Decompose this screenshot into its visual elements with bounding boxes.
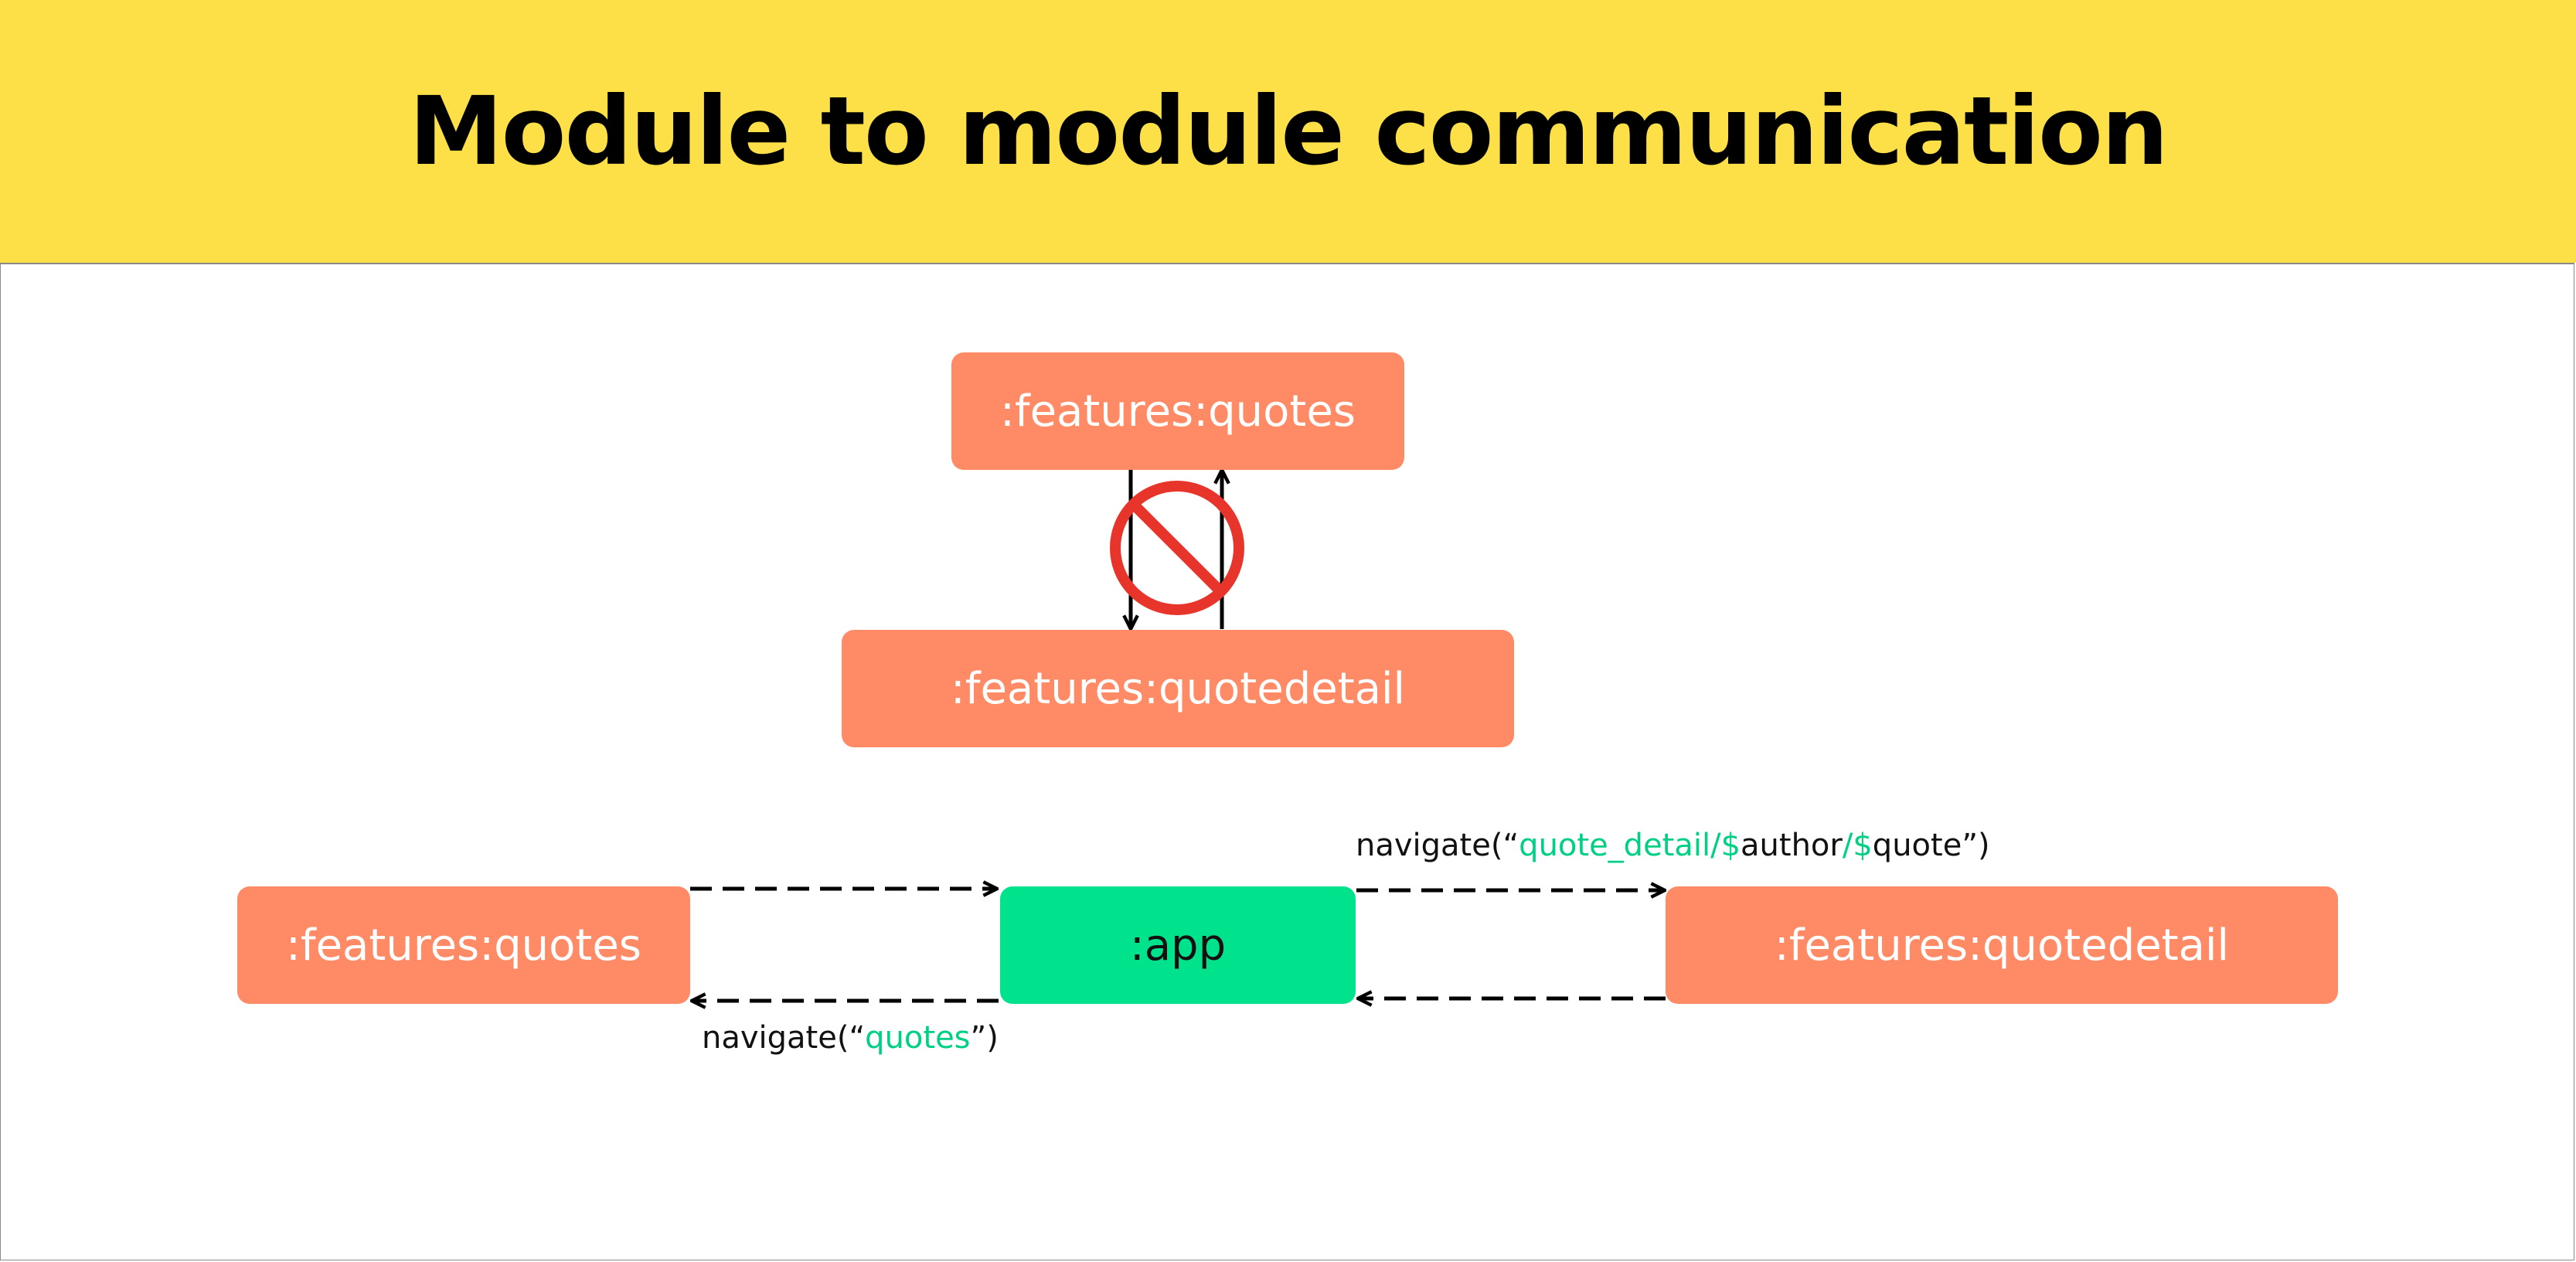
label-suffix: ”) bbox=[1962, 828, 1990, 863]
route-segment: /$ bbox=[1842, 828, 1873, 863]
label-prefix: navigate(“ bbox=[702, 1020, 866, 1056]
module-features-quotedetail-top: :features:quotedetail bbox=[842, 630, 1514, 747]
label-suffix: ”) bbox=[970, 1020, 999, 1056]
label-prefix: navigate(“ bbox=[1356, 828, 1519, 863]
navigate-to-quotes-label: navigate(“quotes”) bbox=[702, 1020, 999, 1056]
module-label: :features:quotes bbox=[286, 920, 641, 971]
route-segment: quote_detail/$ bbox=[1519, 828, 1741, 863]
route-param: author bbox=[1741, 828, 1843, 863]
module-features-quotedetail-bottom: :features:quotedetail bbox=[1666, 886, 2338, 1004]
forbidden-icon bbox=[1110, 481, 1244, 615]
diagram-canvas bbox=[0, 263, 2574, 1260]
module-label: :features:quotedetail bbox=[950, 663, 1406, 714]
navigate-to-detail-label: navigate(“quote_detail/$author/$quote”) bbox=[1356, 828, 1990, 863]
route-param: quote bbox=[1872, 828, 1962, 863]
module-features-quotes-top: :features:quotes bbox=[951, 352, 1404, 470]
module-label: :features:quotedetail bbox=[1774, 920, 2230, 971]
module-label: :features:quotes bbox=[1000, 386, 1356, 437]
module-app: :app bbox=[1000, 886, 1356, 1004]
page-title: Module to module communication bbox=[409, 77, 2169, 186]
module-label: :app bbox=[1129, 920, 1227, 971]
header-banner: Module to module communication bbox=[0, 0, 2576, 263]
module-features-quotes-bottom: :features:quotes bbox=[237, 886, 690, 1004]
route-segment: quotes bbox=[865, 1020, 971, 1056]
